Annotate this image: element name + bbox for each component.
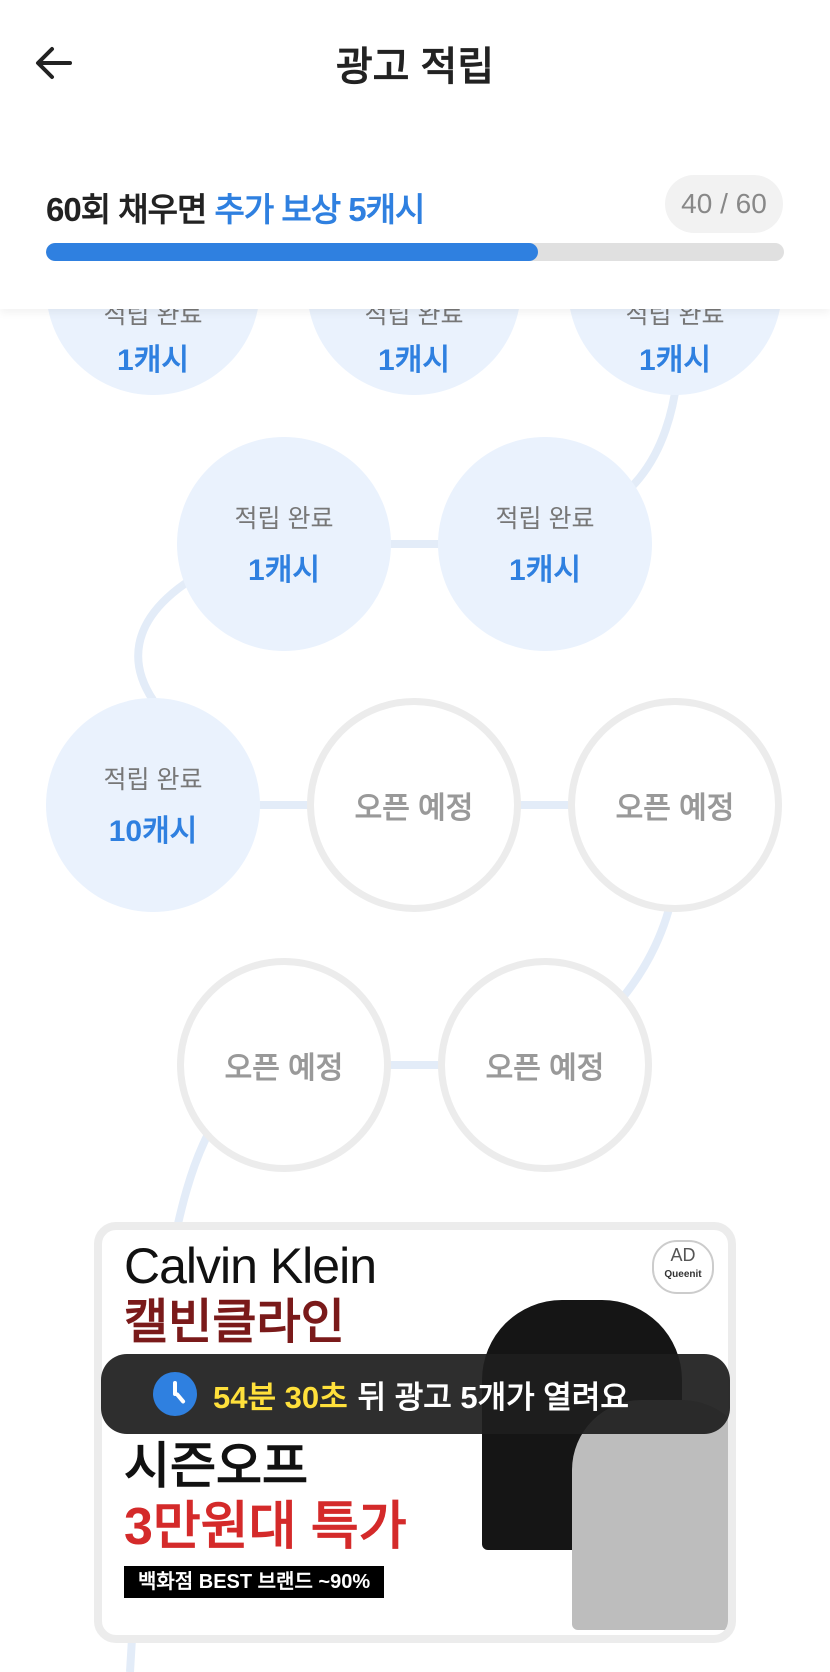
back-button[interactable] [30,38,80,88]
reward-node[interactable]: 적립 완료 1캐시 [438,437,652,651]
progress-count-badge: 40 / 60 [665,175,783,233]
node-reward: 1캐시 [248,554,320,587]
reward-node[interactable]: 오픈 예정 [568,698,782,912]
node-reward: 1캐시 [509,554,581,587]
node-reward: 1캐시 [378,344,450,377]
ad-headline-2: 시즌오프 [124,1438,308,1494]
ad-badge-sub: Queenit [664,1269,702,1280]
node-reward: 1캐시 [639,344,711,377]
page-title: 광고 적립 [335,45,495,89]
node-status: 오픈 예정 [224,1052,344,1085]
node-status: 적립 완료 [103,766,203,794]
node-status: 적립 완료 [234,505,334,533]
node-reward: 10캐시 [108,815,198,848]
ad-brand: Calvin Klein [124,1238,377,1294]
arrow-left-icon [36,47,72,79]
clock-icon [153,1372,197,1416]
header: 광고 적립 60회 채우면 추가 보상 5캐시 40 / 60 [0,0,830,309]
ad-headline-3: 3만원대 특가 [124,1498,407,1556]
countdown-time: 54분 30초 [213,1379,348,1415]
node-reward: 1캐시 [117,344,189,377]
goal-text: 60회 채우면 추가 보상 5캐시 [46,183,426,231]
countdown-toast: 54분 30초 뒤 광고 5개가 열려요 [101,1354,730,1434]
reward-node[interactable]: 오픈 예정 [177,958,391,1172]
reward-node[interactable]: 오픈 예정 [307,698,521,912]
goal-prefix: 60회 채우면 [46,191,207,228]
reward-node[interactable]: 적립 완료 1캐시 [177,437,391,651]
ad-headline-1: 캘빈클라인 [124,1296,345,1349]
grey-hoodie-image [572,1400,728,1630]
countdown-message: 뒤 광고 5개가 열려요 [357,1379,629,1415]
ad-badge-label: AD [670,1245,696,1265]
reward-node[interactable]: 적립 완료 10캐시 [46,698,260,912]
progress-bar-fill [46,243,538,261]
node-status: 오픈 예정 [354,792,474,825]
ad-tag: 백화점 BEST 브랜드 ~90% [124,1566,385,1598]
node-status: 오픈 예정 [615,792,735,825]
reward-node[interactable]: 오픈 예정 [438,958,652,1172]
node-status: 오픈 예정 [485,1052,605,1085]
progress-bar [46,243,784,261]
node-status: 적립 완료 [495,505,595,533]
ad-badge: AD Queenit [652,1240,714,1294]
goal-reward: 추가 보상 5캐시 [214,191,426,228]
